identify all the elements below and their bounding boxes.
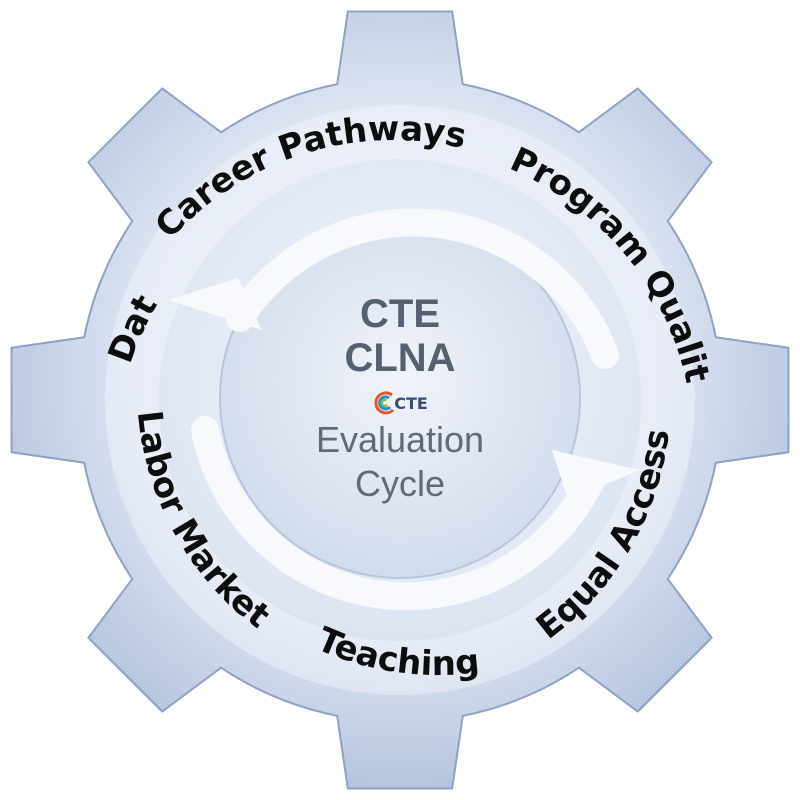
- cte-logo-icon: [374, 391, 395, 415]
- cycle-arrow-icon: [191, 208, 619, 611]
- label-ring: [105, 105, 695, 695]
- center-title-clna: CLNA: [344, 336, 456, 380]
- center-subtitle-cycle: Cycle: [354, 463, 446, 504]
- cycle-arrow-heads: [168, 278, 640, 500]
- center-subtitle-evaluation: Evaluation: [315, 419, 485, 460]
- center-title-block: CTE CLNA CTE Evaluation Cycle: [260, 292, 540, 506]
- center-title-cte: CTE: [360, 292, 440, 336]
- cte-logo-text: CTE: [394, 393, 428, 413]
- cte-logo: CTE: [260, 388, 540, 418]
